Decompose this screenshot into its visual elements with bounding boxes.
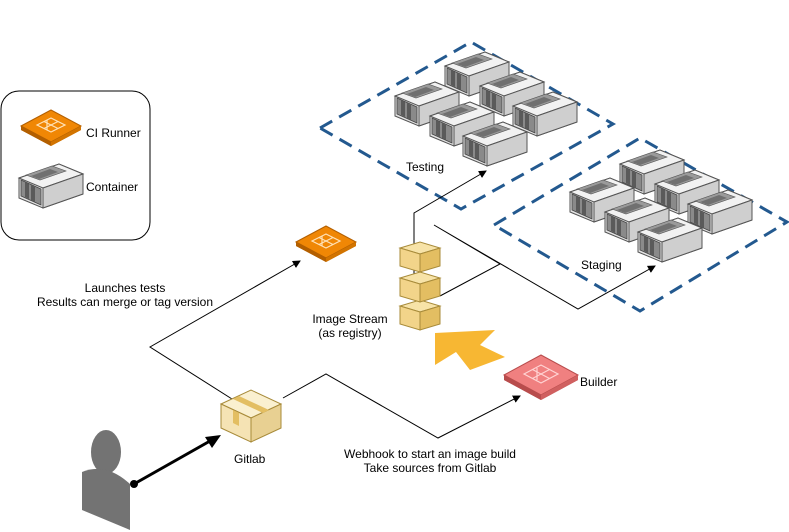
legend-box xyxy=(0,90,151,241)
launch-edge-label-line1: Launches tests xyxy=(84,281,166,295)
ci-runner-legend-label: CI Runner xyxy=(86,126,141,140)
gitlab-icon xyxy=(219,389,283,443)
staging-group xyxy=(491,136,789,313)
container-legend-label: Container xyxy=(86,180,139,194)
edge-gitlab-to-runner xyxy=(149,260,301,400)
edge-user-to-gitlab xyxy=(133,439,211,486)
launch-edge-label-line2: Results can merge or tag version xyxy=(36,295,214,309)
image-stream-label-line2: (as registry) xyxy=(318,326,382,340)
ci-runner-icon xyxy=(294,225,358,262)
gitlab-label: Gitlab xyxy=(234,452,266,466)
user-icon xyxy=(82,430,130,530)
ci-runner-legend-icon xyxy=(19,109,83,146)
webhook-edge-label-line2: Take sources from Gitlab xyxy=(363,461,497,475)
edge-stream-to-staging xyxy=(433,224,656,310)
staging-containers xyxy=(569,149,753,263)
staging-label: Staging xyxy=(581,258,622,272)
testing-group xyxy=(316,40,617,211)
testing-label: Testing xyxy=(406,160,445,174)
builder-label: Builder xyxy=(580,375,618,389)
image-stream-label-line1: Image Stream xyxy=(312,312,388,326)
edge-gitlab-to-builder xyxy=(282,373,521,439)
build-output-arrow xyxy=(435,330,505,370)
webhook-edge-label-line1: Webhook to start an image build xyxy=(344,447,516,461)
builder-icon xyxy=(502,354,580,400)
image-stream-icon xyxy=(398,241,442,331)
